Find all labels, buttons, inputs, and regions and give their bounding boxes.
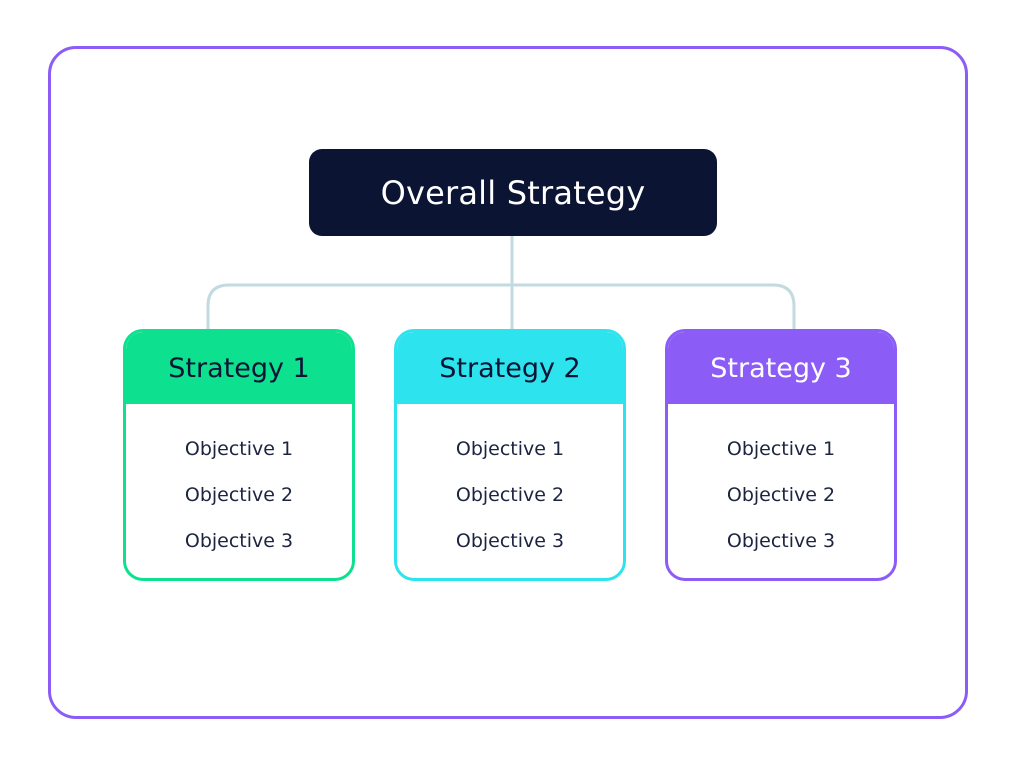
strategy-title: Strategy 1	[168, 352, 310, 384]
objective-list: Objective 1 Objective 2 Objective 3	[668, 404, 894, 564]
objective-item: Objective 1	[455, 438, 565, 460]
strategy-title: Strategy 3	[710, 352, 852, 384]
objective-item: Objective 3	[726, 530, 836, 552]
objective-item: Objective 2	[455, 484, 565, 506]
objective-item: Objective 1	[184, 438, 294, 460]
strategy-card-3: Strategy 3 Objective 1 Objective 2 Objec…	[665, 329, 897, 581]
overall-strategy-node: Overall Strategy	[309, 149, 717, 236]
strategy-card-header: Strategy 2	[397, 332, 623, 404]
objective-list: Objective 1 Objective 2 Objective 3	[397, 404, 623, 564]
strategy-card-header: Strategy 3	[668, 332, 894, 404]
objective-item: Objective 2	[184, 484, 294, 506]
strategy-card-2: Strategy 2 Objective 1 Objective 2 Objec…	[394, 329, 626, 581]
objective-item: Objective 3	[184, 530, 294, 552]
objective-item: Objective 1	[726, 438, 836, 460]
objective-item: Objective 2	[726, 484, 836, 506]
strategy-title: Strategy 2	[439, 352, 581, 384]
strategy-card-1: Strategy 1 Objective 1 Objective 2 Objec…	[123, 329, 355, 581]
objective-list: Objective 1 Objective 2 Objective 3	[126, 404, 352, 564]
outer-frame	[48, 46, 968, 719]
connector-branch	[206, 283, 796, 330]
strategy-card-header: Strategy 1	[126, 332, 352, 404]
overall-strategy-label: Overall Strategy	[380, 173, 646, 212]
objective-item: Objective 3	[455, 530, 565, 552]
